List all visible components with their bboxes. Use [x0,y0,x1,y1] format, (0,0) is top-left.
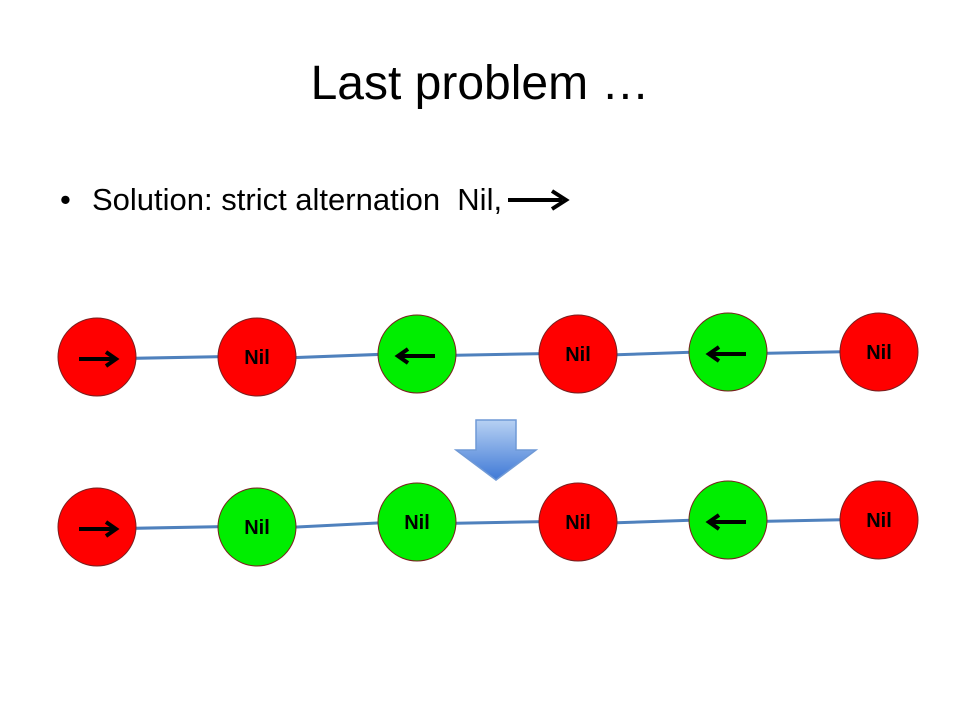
left-arrow-icon [705,513,746,531]
node-before-2 [377,314,457,394]
red-node-circle [839,312,919,392]
node-after-5: Nil [839,480,919,560]
node-after-0 [57,487,137,567]
bullet-point: • Solution: strict alternation Nil, [60,178,572,222]
node-before-5: Nil [839,312,919,392]
left-arrow-icon [394,347,435,365]
right-arrow-icon [79,350,120,368]
node-label: Nil [565,512,591,534]
node-label: Nil [244,517,270,539]
left-arrow-icon [705,345,746,363]
node-after-1: Nil [217,487,297,567]
node-before-1: Nil [217,317,297,397]
node-label: Nil [565,344,591,366]
red-node-circle [839,480,919,560]
slide-title: Last problem … [310,57,650,110]
down-arrow-icon [453,419,539,481]
node-before-3: Nil [538,314,618,394]
node-after-4 [688,480,768,560]
green-node-circle [217,487,297,567]
bullet-marker: • [60,182,71,217]
node-label: Nil [866,510,892,532]
node-label: Nil [244,347,270,369]
red-node-circle [538,314,618,394]
node-label: Nil [404,512,430,534]
right-arrow-icon [506,184,572,220]
red-node-circle [538,482,618,562]
bullet-text: Solution: strict alternation Nil, [92,182,503,217]
right-arrow-icon [79,520,120,538]
node-before-0 [57,317,137,397]
node-label: Nil [866,342,892,364]
node-after-3: Nil [538,482,618,562]
red-node-circle [217,317,297,397]
node-before-4 [688,312,768,392]
node-after-2: Nil [377,482,457,562]
green-node-circle [377,482,457,562]
